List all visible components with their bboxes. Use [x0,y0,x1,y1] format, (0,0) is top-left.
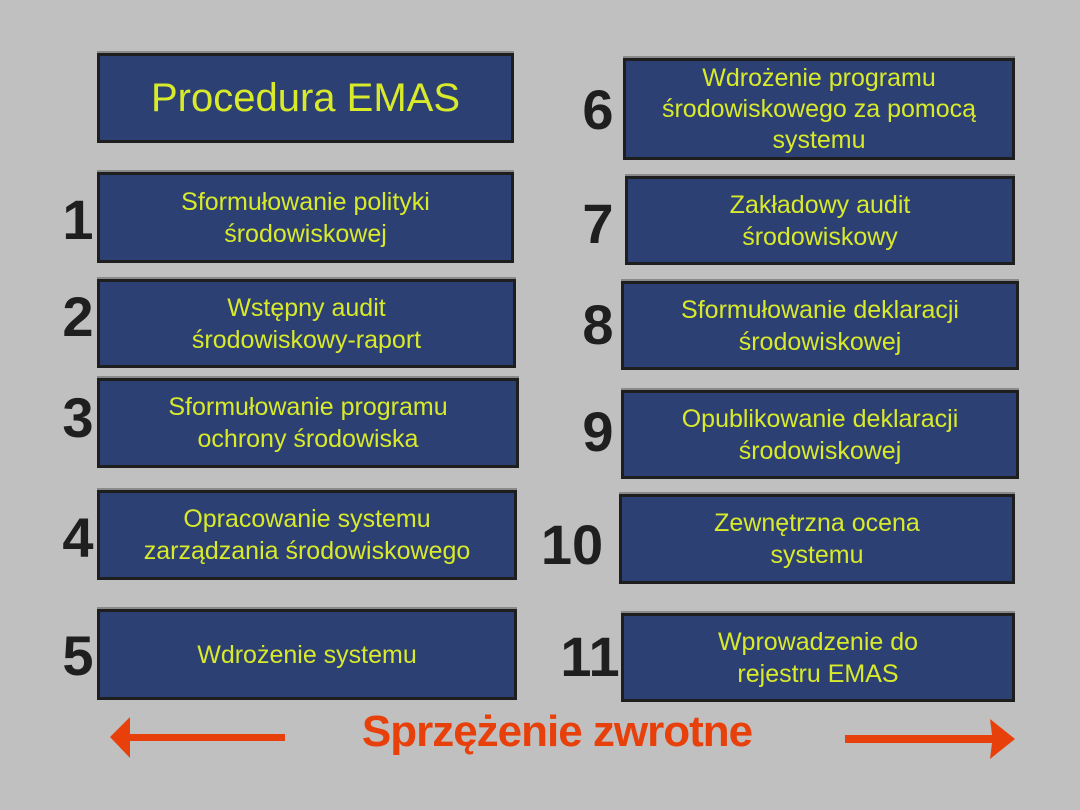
step-label: Wdrożenie programu środowiskowego za pom… [661,63,977,154]
step-box: Sformułowanie deklaracji środowiskowej [621,281,1019,370]
left-arrow-icon [110,717,285,758]
feedback-label: Sprzężenie zwrotne [361,707,753,756]
step-box: Opracowanie systemu zarządzania środowis… [97,490,517,580]
step-label: Wstępny audit środowiskowy-raport [191,293,422,354]
step-box: Wdrożenie programu środowiskowego za pom… [623,58,1015,160]
step-box: Sformułowanie polityki środowiskowej [97,172,514,263]
step-box: Zakładowy audit środowiskowy [625,176,1015,265]
step-box: Opublikowanie deklaracji środowiskowej [621,390,1019,479]
step-box: Wdrożenie systemu [97,609,517,700]
step-label: Opublikowanie deklaracji środowiskowej [681,404,959,465]
step-number: 5 [62,624,94,687]
step-number: 1 [62,188,94,251]
step-number: 8 [582,293,614,356]
step-label: Wprowadzenie do rejestru EMAS [717,627,919,688]
step-box: Sformułowanie programu ochrony środowisk… [97,378,519,468]
step-number: 2 [62,285,94,348]
slide-title: Procedura EMAS [150,76,461,120]
right-arrow-icon [845,719,1015,759]
step-number: 11 [560,625,620,688]
step-label: Opracowanie systemu zarządzania środowis… [143,505,471,565]
step-number: 10 [540,513,604,576]
step-label: Sformułowanie deklaracji środowiskowej [681,295,959,356]
step-label: Sformułowanie polityki środowiskowej [181,187,430,248]
step-box: Zewnętrzna ocena systemu [619,494,1015,584]
title-box: Procedura EMAS [97,53,514,143]
step-box: Wstępny audit środowiskowy-raport [97,279,516,368]
step-number: 4 [62,506,94,569]
step-number: 9 [582,400,614,463]
step-number: 3 [62,386,94,449]
step-box: Wprowadzenie do rejestru EMAS [621,613,1015,702]
step-number: 7 [582,192,614,255]
step-label: Wdrożenie systemu [197,640,417,669]
step-number: 6 [582,78,614,141]
step-label: Zewnętrzna ocena systemu [714,509,920,569]
step-label: Zakładowy audit środowiskowy [729,190,911,251]
step-label: Sformułowanie programu ochrony środowisk… [168,393,448,453]
